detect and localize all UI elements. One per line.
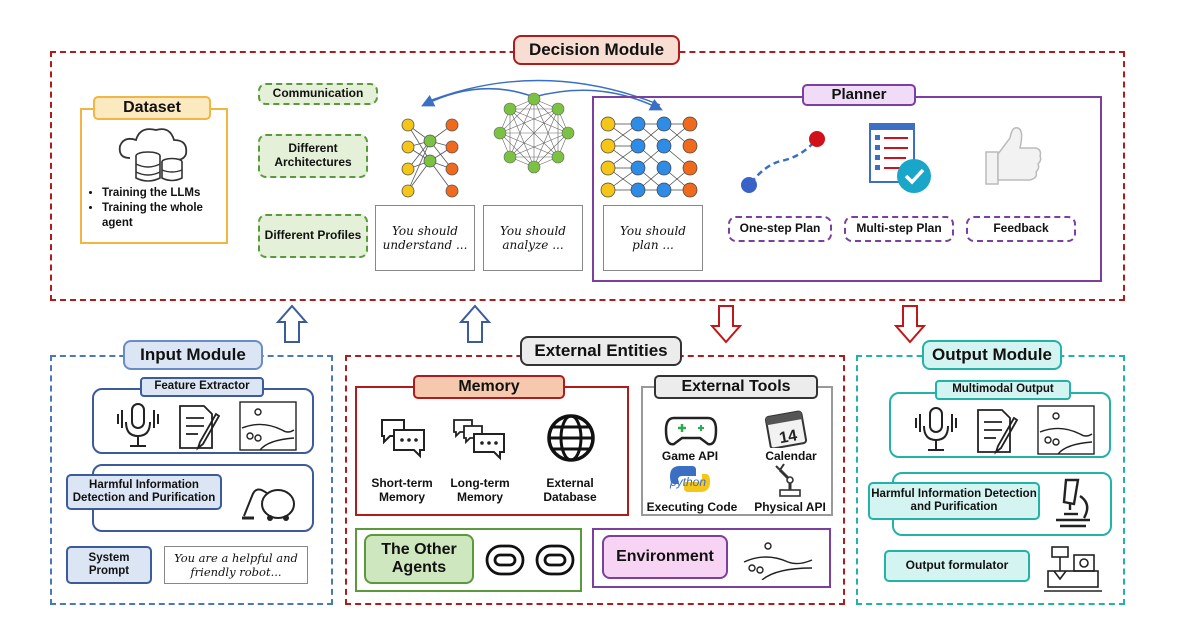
output-media-icons — [915, 405, 1095, 455]
microscope-icon — [1056, 478, 1090, 528]
environment-box — [592, 528, 831, 588]
document-pen-icon — [179, 405, 221, 451]
other-agents-label: The Other Agents — [364, 534, 474, 584]
physical-api-label: Physical API — [754, 500, 826, 514]
network-analyze-icon — [493, 92, 575, 174]
gamepad-icon — [664, 416, 718, 446]
multi-step-plan-icon — [869, 123, 931, 193]
short-term-memory-label: Short-term Memory — [371, 476, 433, 505]
long-term-memory-icon — [453, 419, 505, 461]
one-step-plan-label: One-step Plan — [728, 216, 832, 242]
feedback-label: Feedback — [966, 216, 1076, 242]
system-prompt-text: You are a helpful and friendly robot... — [164, 546, 308, 584]
dataset-list: Training the LLMs Training the whole age… — [86, 186, 226, 231]
up-arrow-external-icon — [458, 304, 492, 343]
robot-face-icon — [485, 544, 575, 576]
input-module-title: Input Module — [123, 340, 263, 370]
document-pen-icon — [977, 409, 1019, 455]
output-harmful-label: Harmful Information Detection and Purifi… — [868, 482, 1040, 520]
other-agents-box — [355, 528, 582, 592]
environment-landscape-icon — [743, 542, 813, 580]
landscape-image-icon — [1037, 405, 1095, 455]
system-prompt-label: System Prompt — [66, 546, 152, 584]
arrows-layer — [275, 304, 927, 344]
environment-label: Environment — [602, 535, 728, 579]
python-logo-icon: python — [669, 466, 710, 492]
profiles-label: Different Profiles — [258, 214, 368, 258]
down-arrow-output-icon — [893, 305, 927, 344]
external-entities-title: External Entities — [520, 336, 682, 366]
memory-title: Memory — [413, 375, 565, 399]
multi-step-plan-label: Multi-step Plan — [844, 216, 954, 242]
executing-code-label: Executing Code — [646, 500, 738, 514]
landscape-image-icon — [239, 401, 297, 451]
robot-faces-icon — [485, 544, 575, 576]
architectures-label: Different Architectures — [258, 134, 368, 178]
agent-networks-diagram — [401, 79, 663, 198]
game-api-label: Game API — [661, 449, 719, 463]
vacuum-cleaner-icon — [242, 488, 295, 521]
long-term-memory-label: Long-term Memory — [450, 476, 510, 505]
prompt-analyze: You should analyze ... — [483, 205, 583, 271]
lab-instrument-icon — [1044, 546, 1102, 592]
input-media-icons — [117, 401, 297, 451]
planner-title: Planner — [802, 84, 916, 106]
output-formulator-label: Output formulator — [884, 550, 1030, 582]
globe-icon — [547, 414, 595, 462]
up-arrow-input-icon — [275, 304, 309, 343]
decision-module-title: Decision Module — [513, 35, 680, 65]
calendar-label: Calendar — [765, 449, 817, 463]
dataset-item-agent: Training the whole agent — [102, 201, 226, 231]
feature-extractor-label: Feature Extractor — [140, 377, 264, 397]
one-step-plan-icon — [741, 131, 825, 193]
dataset-title: Dataset — [93, 96, 211, 120]
robot-arm-icon — [775, 463, 801, 497]
dataset-item-llms: Training the LLMs — [102, 186, 226, 201]
calendar-day: 14 — [778, 427, 799, 447]
cloud-database-icon — [118, 128, 188, 182]
network-plan-icon — [600, 116, 698, 198]
external-database-label: External Database — [543, 476, 597, 505]
multimodal-output-label: Multimodal Output — [935, 380, 1071, 400]
external-tools-title: External Tools — [654, 375, 818, 399]
thumbs-up-icon — [985, 126, 1042, 185]
prompt-understand: You should understand ... — [375, 205, 475, 271]
calendar-icon: 14 — [764, 410, 808, 448]
microphone-icon — [117, 403, 159, 447]
microphone-icon — [915, 407, 957, 451]
short-term-memory-icon — [381, 419, 425, 459]
output-module-title: Output Module — [922, 340, 1062, 370]
down-arrow-external-icon — [709, 305, 743, 344]
network-understand-icon — [401, 118, 459, 198]
prompt-plan: You should plan ... — [603, 205, 703, 271]
python-text: python — [669, 475, 706, 489]
communication-label: Communication — [258, 83, 378, 105]
input-harmful-label: Harmful Information Detection and Purifi… — [66, 474, 222, 510]
